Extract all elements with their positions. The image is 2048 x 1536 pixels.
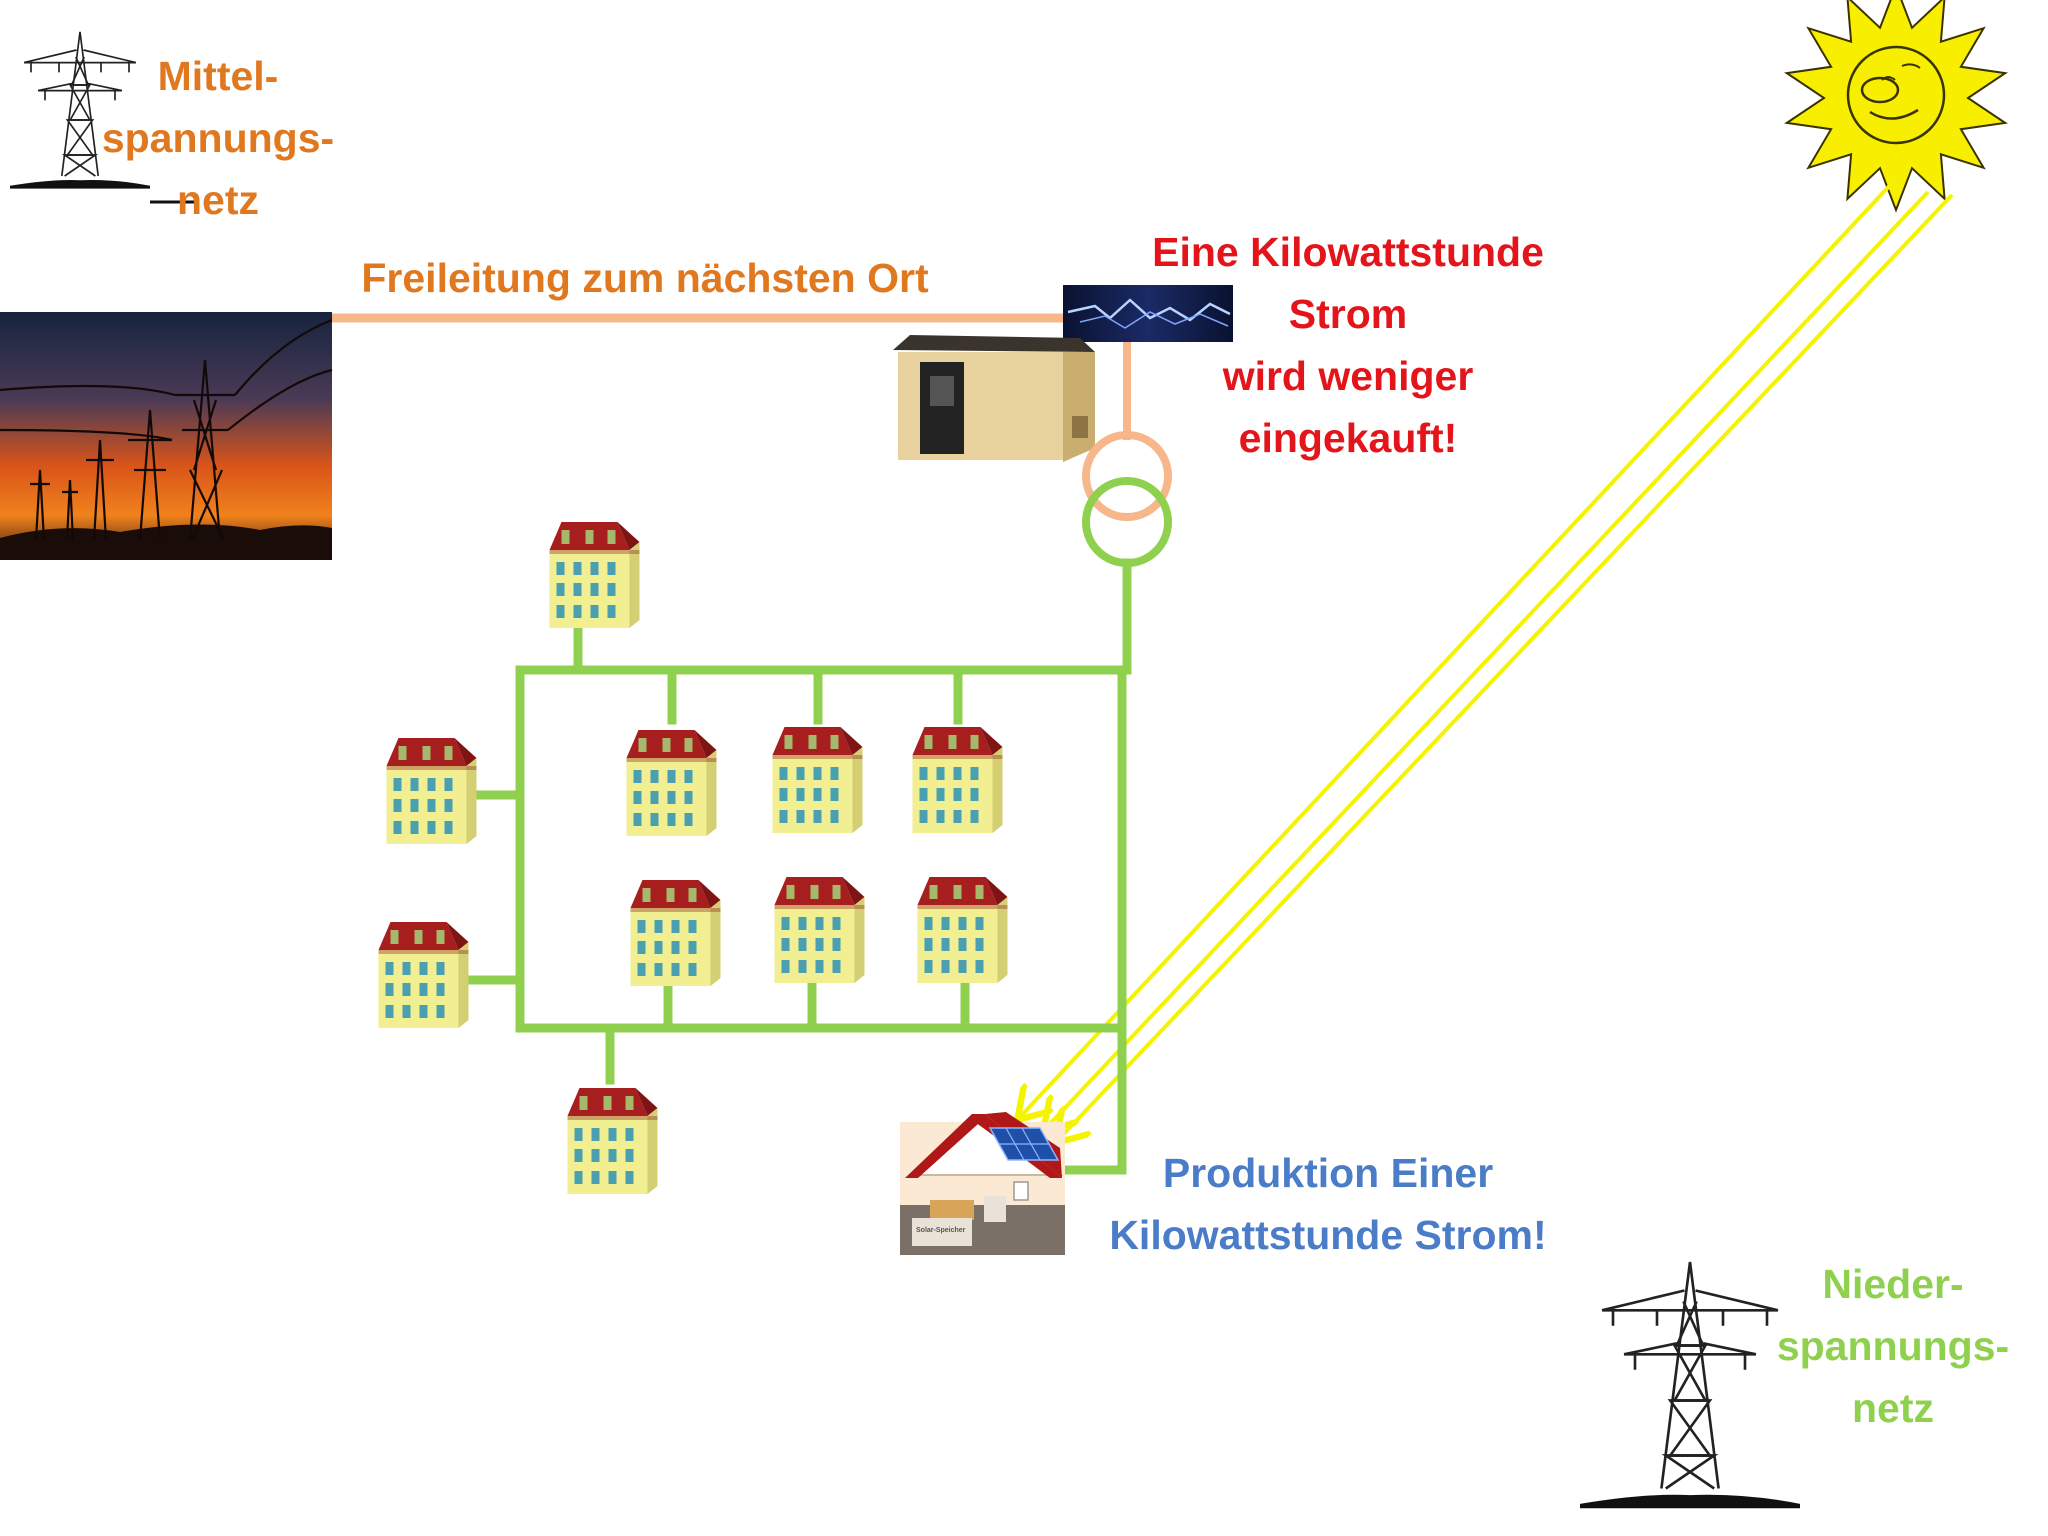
mv-grid-label: Mittel-spannungs-netz bbox=[102, 53, 334, 223]
lv-line: Nieder- bbox=[1822, 1261, 1963, 1307]
lv-grid-label: Nieder-spannungs-netz bbox=[1777, 1261, 2009, 1431]
sunset-pylons-photo bbox=[0, 312, 333, 560]
substation-icon bbox=[893, 335, 1095, 462]
lv-line: spannungs- bbox=[1777, 1323, 2009, 1369]
storage-caption: Solar-Speicher bbox=[916, 1227, 966, 1234]
smiling-sun-icon bbox=[1784, 0, 2008, 213]
apartment-house-icon bbox=[567, 1088, 658, 1194]
apartment-house-icon bbox=[774, 877, 865, 983]
purchase-line: Eine Kilowattstunde bbox=[1152, 229, 1544, 275]
apartment-house-icon bbox=[626, 730, 717, 836]
purchase-line: Strom bbox=[1289, 291, 1407, 337]
apartment-house-icon bbox=[630, 880, 721, 986]
lv-pylon-icon bbox=[1580, 1260, 1800, 1510]
surge-spark-icon bbox=[1063, 285, 1233, 342]
purchase-line: wird weniger bbox=[1222, 353, 1474, 399]
solar-house-icon: Solar-Speicher bbox=[900, 1112, 1065, 1255]
apartment-house-icon bbox=[917, 877, 1008, 983]
mv-line: spannungs- bbox=[102, 115, 334, 161]
apartment-house-icon bbox=[549, 522, 640, 628]
overhead-line-label: Freileitung zum nächsten Ort bbox=[361, 255, 929, 301]
lv-line: netz bbox=[1852, 1385, 1934, 1431]
transformer-secondary-coil bbox=[1082, 477, 1172, 567]
purchase-line: eingekauft! bbox=[1239, 415, 1458, 461]
mv-line: netz bbox=[177, 177, 259, 223]
apartment-house-icon bbox=[772, 727, 863, 833]
apartment-house-icon bbox=[912, 727, 1003, 833]
production-line: Kilowattstunde Strom! bbox=[1109, 1212, 1546, 1258]
production-line: Produktion Einer bbox=[1163, 1150, 1493, 1196]
apartment-house-icon bbox=[386, 738, 477, 844]
sun-rays bbox=[1020, 180, 1954, 1140]
mv-line: Mittel- bbox=[158, 53, 279, 99]
low-voltage-grid bbox=[463, 558, 1132, 1175]
apartment-house-icon bbox=[378, 922, 469, 1028]
transformer-primary-coil bbox=[1082, 431, 1172, 521]
mv-pylon-icon bbox=[10, 30, 150, 190]
